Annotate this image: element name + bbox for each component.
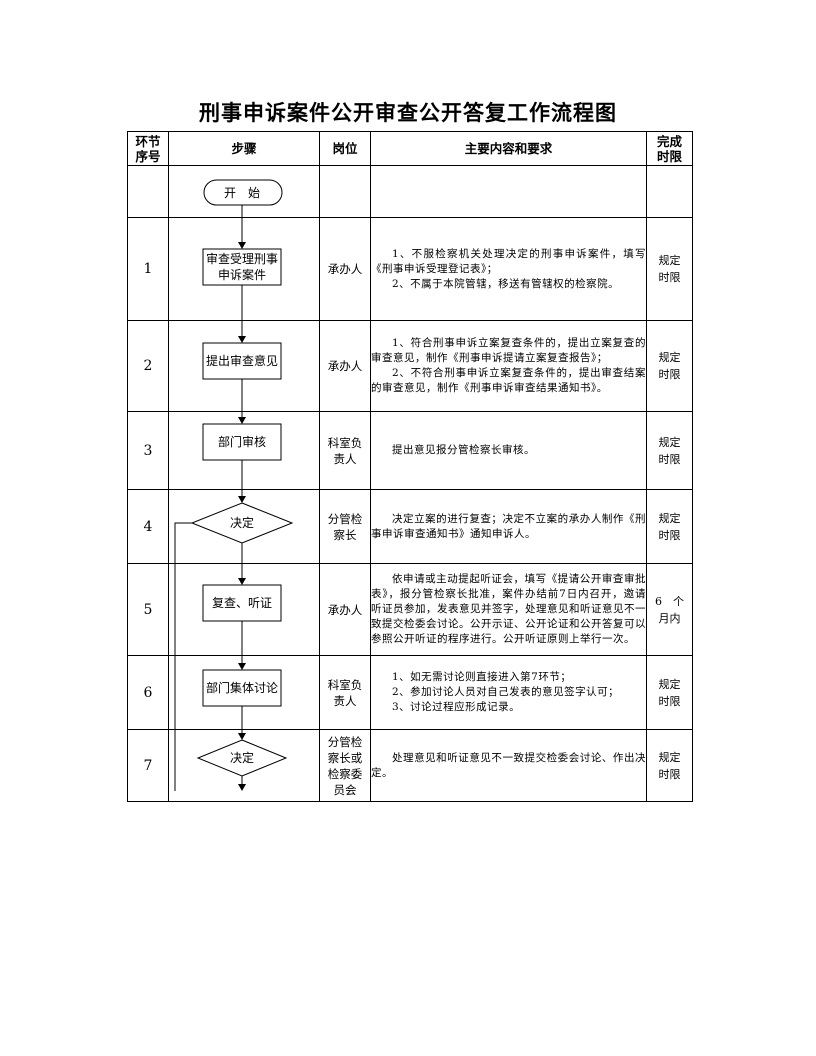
post-text: 察长或 [327, 750, 363, 765]
time-limit-text: 时限 [658, 368, 681, 381]
time-limit-text: 规定 [658, 351, 681, 364]
flow-arrowhead [238, 417, 246, 424]
post-text: 责人 [333, 451, 357, 466]
time-limit-text: 时限 [658, 452, 681, 466]
content-cell: 1、不服检察机关处理决定的刑事申诉案件，填写《刑事申诉受理登记表》； 2、不属于本… [370, 217, 647, 321]
content-cell: 1、如无需讨论则直接进入第7环节； 2、参加讨论人员对自己发表的意见签字认可； 3、… [370, 655, 647, 730]
process-box-shape [202, 669, 282, 707]
content-cell: 处理意见和听证意见不一致提交检委会讨论、作出决定。 [370, 729, 647, 802]
time-limit-text: 规定 [658, 254, 681, 267]
time-limit-cell: 规定时限 [646, 320, 693, 412]
content-cell: 决定立案的进行复查；决定不立案的承办人制作《刑事申诉审查通知书》通知申诉人。 [370, 489, 647, 564]
time-limit-cell: 规定时限 [646, 729, 693, 802]
post-text: 科室负 [327, 677, 363, 692]
content-paragraph: 2、不符合刑事申诉立案复查条件的，提出审查结案的审查意见，制作《刑事申诉审查结果… [371, 367, 646, 394]
start-num-cell [127, 165, 169, 218]
time-limit-text: 时限 [658, 767, 681, 781]
post-text: 员会 [333, 782, 357, 797]
flow-arrowhead [238, 336, 246, 343]
step-label: 复查、听证 [212, 596, 272, 610]
start-row [127, 165, 693, 218]
start-time-cell [646, 165, 693, 218]
time-limit-cell: 6 个月内 [646, 563, 693, 656]
step-number: 1 [127, 217, 169, 321]
header-row: 环节序号 步骤 岗位 主要内容和要求 完成时限 [127, 131, 693, 166]
post-cell: 分管检察长或检察委员会 [319, 729, 371, 802]
post-cell: 科室负责人 [319, 655, 371, 730]
start-terminal-shape [203, 179, 283, 206]
content-paragraph: 处理意见和听证意见不一致提交检委会讨论、作出决定。 [371, 751, 646, 779]
post-text: 承办人 [327, 262, 363, 276]
content-paragraph: 依申请或主动提起听证会，填写《提请公开审查审批表》，报分管检察长批准，案件办结前… [371, 573, 646, 645]
table-row: 1 承办人 1、不服检察机关处理决定的刑事申诉案件，填写《刑事申诉受理登记表》； 2、… [127, 217, 693, 321]
post-text: 检察委 [327, 766, 363, 781]
time-limit-text: 时限 [658, 528, 681, 542]
time-limit-text: 规定 [658, 677, 681, 691]
post-cell: 承办人 [319, 320, 371, 412]
step-label: 提出审查意见 [206, 353, 278, 368]
header-seq: 环节序号 [127, 131, 169, 166]
flow-arrowhead [238, 496, 246, 503]
time-limit-text: 规定 [658, 435, 681, 449]
post-cell: 承办人 [319, 217, 371, 321]
time-limit-text: 规定 [658, 511, 681, 525]
step-label: 部门集体讨论 [206, 680, 278, 695]
step-label: 申诉案件 [218, 267, 266, 282]
step-number: 3 [127, 411, 169, 490]
post-cell: 科室负责人 [319, 411, 371, 490]
post-text: 科室负 [327, 435, 363, 450]
time-limit-text: 时限 [658, 694, 681, 708]
flow-arrowhead [238, 663, 246, 670]
content-paragraph: 1、不服检察机关处理决定的刑事申诉案件，填写《刑事申诉受理登记表》； [371, 247, 646, 275]
time-limit-text: 6 个 [655, 594, 684, 608]
page-title: 刑事申诉案件公开审查公开答复工作流程图 [199, 101, 617, 125]
step-label: 决定 [230, 750, 254, 765]
header-time: 完成时限 [646, 131, 693, 166]
content-paragraph: 1、如无需讨论则直接进入第7环节； [392, 671, 572, 683]
time-limit-text: 规定 [658, 750, 681, 764]
content-cell: 依申请或主动提起听证会，填写《提请公开审查审批表》，报分管检察长批准，案件办结前… [370, 563, 647, 656]
content-paragraph: 提出意见报分管检察长审核。 [392, 444, 535, 456]
content-cell: 1、符合刑事申诉立案复查条件的，提出立案复查的审查意见，制作《刑事申诉提请立案复… [370, 320, 647, 412]
table-row: 3 科室负责人 提出意见报分管检察长审核。 规定时限 [127, 411, 693, 490]
content-paragraph: 2、不属于本院管辖，移送有管辖权的检察院。 [392, 277, 620, 290]
start-terminal-label: 开 始 [224, 186, 260, 200]
start-content-cell [370, 165, 647, 218]
process-box-shape [202, 248, 282, 286]
post-cell: 分管检察长 [319, 489, 371, 564]
process-box-shape [202, 423, 282, 461]
step-label: 审查受理刑事 [206, 251, 278, 266]
step-label: 决定 [230, 515, 254, 530]
post-text: 承办人 [327, 359, 363, 373]
content-paragraph: 1、符合刑事申诉立案复查条件的，提出立案复查的审查意见，制作《刑事申诉提请立案复… [371, 337, 646, 364]
time-limit-cell: 规定时限 [646, 217, 693, 321]
flow-arrowhead [238, 784, 246, 791]
step-label: 部门审核 [218, 434, 266, 449]
time-limit-text: 月内 [658, 611, 681, 625]
flow-arrowhead [238, 578, 246, 585]
flow-arrowhead [238, 733, 246, 740]
time-limit-cell: 规定时限 [646, 655, 693, 730]
table-row: 7 分管检察长或检察委员会处理意见和听证意见不一致提交检委会讨论、作出决定。规定时… [127, 729, 693, 802]
time-limit-text: 时限 [658, 271, 681, 284]
time-limit-cell: 规定时限 [646, 489, 693, 564]
post-text: 察长 [333, 527, 357, 542]
header-content: 主要内容和要求 [370, 131, 647, 166]
post-text: 分管检 [327, 511, 363, 526]
step-number: 7 [127, 729, 169, 802]
post-text: 分管检 [327, 734, 363, 749]
flow-arrowhead [238, 242, 246, 249]
loop-back-line [174, 522, 192, 791]
content-paragraph: 决定立案的进行复查；决定不立案的承办人制作《刑事申诉审查通知书》通知申诉人。 [371, 512, 646, 540]
content-paragraph: 3、讨论过程应形成记录。 [392, 701, 521, 713]
post-text: 承办人 [327, 602, 363, 617]
workflow-table: 环节序号 步骤 岗位 主要内容和要求 完成时限 1 承办人 1、不服检察机关处理决定… [127, 131, 693, 802]
content-paragraph: 2、参加讨论人员对自己发表的意见签字认可； [392, 686, 620, 698]
post-text: 责人 [333, 693, 357, 708]
